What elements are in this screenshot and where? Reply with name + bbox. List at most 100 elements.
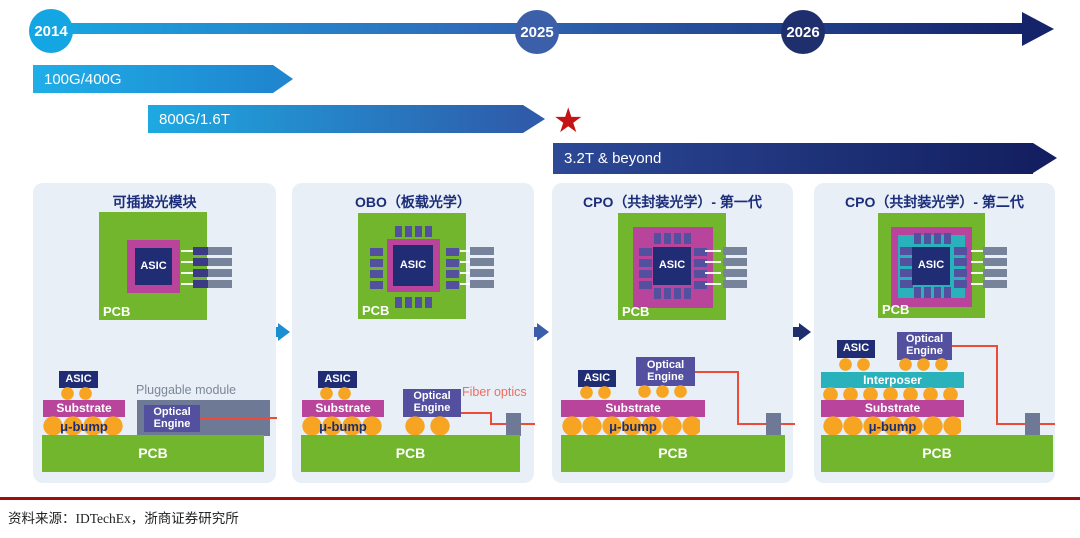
substrate-label: Substrate <box>315 401 371 416</box>
asic-chip: ASIC <box>653 247 691 285</box>
panel-cpo-gen1: CPO（共封装光学）- 第一代 ASIC PCB Optical Engine … <box>552 183 795 483</box>
pin-traces <box>705 250 721 287</box>
optic-pins-bottom <box>395 297 432 308</box>
source-note: 资料来源：IDTechEx，浙商证券研究所 <box>8 511 239 526</box>
asic-bumps <box>61 387 97 400</box>
ubump-row <box>43 416 123 436</box>
fiber-array-bars <box>470 247 494 288</box>
fiber-line <box>200 417 277 419</box>
pin-traces <box>181 250 193 287</box>
substrate-bar: Substrate <box>302 400 384 417</box>
ubump-row <box>823 416 961 436</box>
band-100g-400g: 100G/400G <box>33 65 273 93</box>
band-100g-tip <box>273 65 293 93</box>
substrate-bar: Substrate <box>821 400 964 417</box>
fiber-array-bars <box>983 247 1007 288</box>
pcb-label: PCB <box>138 445 168 462</box>
optic-pins-bottom <box>914 287 951 298</box>
asic-bumps <box>839 358 875 371</box>
year-marker-2025: 2025 <box>515 10 559 54</box>
panel-obo: OBO（板载光学） ASIC PCB ASIC Substrate μ-bump… <box>292 183 535 483</box>
optical-engine-label: Optical Engine <box>413 390 451 414</box>
optic-pins-right <box>954 247 967 288</box>
asic-box: ASIC <box>318 371 357 388</box>
fiber-connector <box>766 413 781 435</box>
asic-label: ASIC <box>324 372 351 385</box>
optic-pins-bottom <box>654 288 691 299</box>
optical-engine-box: Optical Engine <box>144 405 200 432</box>
year-marker-2026: 2026 <box>781 10 825 54</box>
asic-bumps <box>580 386 616 399</box>
band-label: 100G/400G <box>44 70 122 88</box>
optical-engine-label: Optical Engine <box>153 405 191 430</box>
substrate-bar: Substrate <box>43 400 125 417</box>
asic-chip: ASIC <box>135 248 172 285</box>
pcb-label: PCB <box>395 445 426 462</box>
top-view: ASIC PCB <box>618 213 726 320</box>
substrate-label: Substrate <box>864 401 921 416</box>
band-label: 800G/1.6T <box>159 110 230 128</box>
step-arrow-icon <box>790 323 811 341</box>
optic-pins-top <box>914 233 951 244</box>
ubump-row <box>562 416 700 436</box>
optic-pins-right <box>446 248 459 289</box>
pluggable-annotation: Pluggable module <box>136 383 237 397</box>
asic-label: ASIC <box>140 259 167 272</box>
asic-box: ASIC <box>837 340 875 358</box>
asic-label: ASIC <box>658 259 686 272</box>
timeline: 2014 2025 2026 100G/400G 800G/1.6T ★ 3.2… <box>0 0 1080 180</box>
optic-pins-top <box>395 226 432 237</box>
substrate-label: Substrate <box>56 401 112 416</box>
optical-engine-bumps <box>899 358 953 371</box>
footer-rule <box>0 497 1080 500</box>
asic-label: ASIC <box>917 259 945 272</box>
band-800g-1t6: 800G/1.6T <box>148 105 523 133</box>
ubump-label: μ-bump <box>319 419 367 434</box>
year-marker-2014: 2014 <box>29 9 73 53</box>
fiber-connector <box>506 413 521 436</box>
ubump-label: μ-bump <box>609 419 657 434</box>
pcb-bar: PCB <box>301 435 520 472</box>
optical-engine-box: Optical Engine <box>897 332 952 360</box>
asic-chip: ASIC <box>912 247 950 285</box>
year-label: 2014 <box>34 22 68 40</box>
fiber-line-h1 <box>952 345 998 347</box>
optic-pins-left <box>370 248 383 289</box>
optic-pins-top <box>654 233 691 244</box>
pcb-bar: PCB <box>821 435 1053 472</box>
optical-engine-bumps <box>638 385 692 398</box>
panel-cpo-gen2: CPO（共封装光学）- 第二代 ASIC PCB ASIC Optical En… <box>814 183 1055 483</box>
fiber-line-h1 <box>695 371 739 373</box>
fiber-line-v <box>490 412 492 425</box>
asic-bumps <box>320 387 356 400</box>
asic-label: ASIC <box>399 258 427 271</box>
year-label: 2026 <box>786 23 820 41</box>
pin-traces <box>460 250 470 287</box>
pcb-bar: PCB <box>42 435 264 472</box>
pcb-label: PCB <box>922 445 952 462</box>
fiber-connector <box>1025 413 1040 435</box>
substrate-label: Substrate <box>605 401 661 416</box>
optical-engine-box: Optical Engine <box>636 357 695 386</box>
optic-pins-left <box>639 248 652 289</box>
pluggable-module-bars <box>208 247 232 288</box>
fiber-annotation: Fiber optics <box>462 385 527 399</box>
asic-label: ASIC <box>842 342 870 355</box>
top-view: ASIC PCB <box>358 213 466 319</box>
asic-box: ASIC <box>578 370 616 387</box>
pcb-label: PCB <box>103 304 131 319</box>
pcb-bar: PCB <box>561 435 785 472</box>
pcb-label: PCB <box>622 304 650 319</box>
asic-label: ASIC <box>583 371 611 384</box>
panel-title: 可插拔光模块 <box>112 194 197 210</box>
panel-title: CPO（共封装光学）- 第二代 <box>845 194 1024 210</box>
ubump-label: μ-bump <box>868 419 917 434</box>
panel-title: OBO（板载光学） <box>355 194 471 210</box>
band-3t2-tip <box>1033 143 1057 173</box>
optic-pins-right <box>694 248 707 289</box>
panel-title: CPO（共封装光学）- 第一代 <box>583 194 762 210</box>
year-label: 2025 <box>520 23 554 41</box>
substrate-bar: Substrate <box>561 400 705 417</box>
ubump-row <box>302 416 382 436</box>
